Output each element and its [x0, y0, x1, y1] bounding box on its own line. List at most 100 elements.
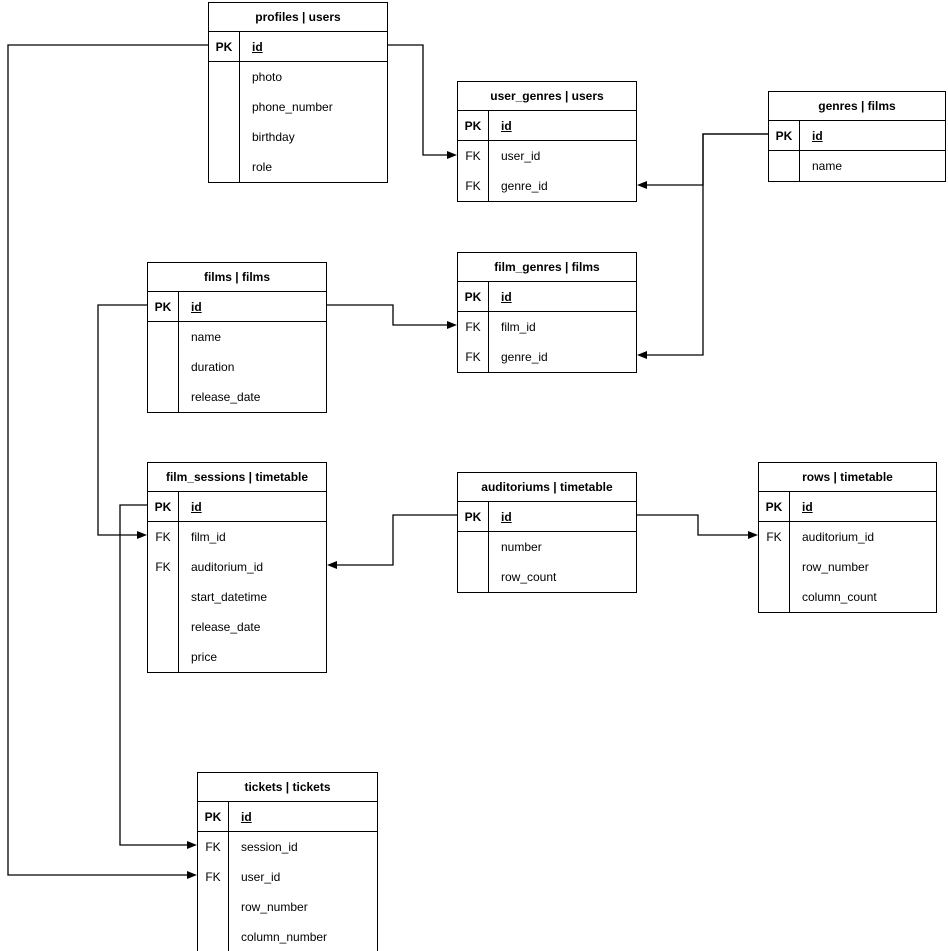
- column-name-id: id: [790, 492, 936, 522]
- arrowhead-icon: [637, 351, 647, 359]
- key-column: PK: [769, 121, 800, 181]
- column-name-start_datetime: start_datetime: [191, 590, 268, 604]
- column-name-id: id: [179, 292, 326, 322]
- column-name-auditorium_id: auditorium_id: [191, 560, 264, 574]
- fk-badge: FK: [465, 149, 481, 163]
- pk-badge: PK: [198, 802, 228, 832]
- key-badge-empty: [148, 612, 178, 642]
- key-badge-empty: [759, 582, 789, 612]
- key-column: PK: [148, 292, 179, 412]
- key-badge-empty: [458, 532, 488, 562]
- fk-badge: FK: [155, 530, 171, 544]
- fk-badge: FK: [205, 870, 221, 884]
- relationship-line-genres.id-to-film_genres.genre_id: [646, 133, 768, 356]
- arrowhead-icon: [187, 841, 197, 849]
- entity-title: films | films: [148, 263, 326, 292]
- fk-badge: FK: [205, 840, 221, 854]
- key-column: PK FK: [759, 492, 790, 612]
- arrowhead-icon: [327, 561, 337, 569]
- relationship-line-auditoriums.id-to-film_sessions.auditorium_id: [336, 514, 457, 566]
- column-name-row_count: row_count: [501, 570, 557, 584]
- key-badge-empty: [209, 62, 239, 92]
- pk-badge: PK: [148, 292, 178, 322]
- arrowhead-icon: [748, 531, 758, 539]
- column-name-row_number: row_number: [802, 560, 869, 574]
- attribute-column: id name: [800, 121, 945, 181]
- column-name-photo: photo: [252, 70, 283, 84]
- column-name-release_date: release_date: [191, 620, 261, 634]
- fk-badge: FK: [465, 179, 481, 193]
- pk-badge: PK: [209, 32, 239, 62]
- key-column: PK: [209, 32, 240, 182]
- relationship-line-genres.id-to-user_genres.genre_id: [646, 133, 768, 186]
- pk-badge: PK: [458, 111, 488, 141]
- fk-badge: FK: [465, 320, 481, 334]
- arrowhead-icon: [637, 181, 647, 189]
- column-name-id: id: [800, 121, 945, 151]
- attribute-column: id auditorium_id row_number column_count: [790, 492, 936, 612]
- attribute-column: id name duration release_date: [179, 292, 326, 412]
- relationship-line-films.id-to-film_sessions.film_id: [97, 304, 147, 536]
- column-name-id: id: [229, 802, 377, 832]
- column-name-price: price: [191, 650, 218, 664]
- relationship-line-films.id-to-film_genres.film_id: [327, 304, 448, 326]
- column-name-id: id: [179, 492, 326, 522]
- pk-badge: PK: [759, 492, 789, 522]
- attribute-column: id user_id genre_id: [489, 111, 636, 201]
- key-badge-empty: [148, 322, 178, 352]
- column-name-duration: duration: [191, 360, 235, 374]
- key-badge-empty: [148, 352, 178, 382]
- column-name-column_count: column_count: [802, 590, 877, 604]
- column-name-name: name: [191, 330, 222, 344]
- key-column: PK FK FK: [198, 802, 229, 951]
- key-badge-empty: [209, 92, 239, 122]
- column-name-id: id: [489, 111, 636, 141]
- fk-badge: FK: [766, 530, 782, 544]
- column-name-genre_id: genre_id: [501, 350, 548, 364]
- key-badge-empty: [209, 152, 239, 182]
- column-name-session_id: session_id: [241, 840, 298, 854]
- column-name-film_id: film_id: [501, 320, 536, 334]
- column-name-user_id: user_id: [501, 149, 541, 163]
- entity-title: genres | films: [769, 92, 945, 121]
- key-column: PK: [458, 502, 489, 592]
- entity-title: film_genres | films: [458, 253, 636, 282]
- column-name-name: name: [812, 159, 843, 173]
- relationship-line-profiles.id-to-tickets.user_id: [7, 44, 208, 876]
- relationship-line-profiles.id-to-user_genres.user_id: [388, 44, 448, 156]
- fk-badge: FK: [155, 560, 171, 574]
- column-name-birthday: birthday: [252, 130, 295, 144]
- column-name-id: id: [489, 502, 636, 532]
- fk-badge: FK: [465, 350, 481, 364]
- column-name-auditorium_id: auditorium_id: [802, 530, 875, 544]
- entity-title: rows | timetable: [759, 463, 936, 492]
- key-badge-empty: [769, 151, 799, 181]
- key-badge-empty: [198, 892, 228, 922]
- key-badge-empty: [198, 922, 228, 951]
- key-badge-empty: [148, 382, 178, 412]
- pk-badge: PK: [769, 121, 799, 151]
- column-name-genre_id: genre_id: [501, 179, 548, 193]
- column-name-role: role: [252, 160, 273, 174]
- arrowhead-icon: [137, 531, 147, 539]
- key-badge-empty: [458, 562, 488, 592]
- key-badge-empty: [148, 642, 178, 672]
- relationship-line-auditoriums.id-to-rows.auditorium_id: [637, 514, 749, 536]
- column-name-column_number: column_number: [241, 930, 328, 944]
- column-name-id: id: [240, 32, 387, 62]
- entity-title: tickets | tickets: [198, 773, 377, 802]
- column-name-release_date: release_date: [191, 390, 261, 404]
- pk-badge: PK: [458, 502, 488, 532]
